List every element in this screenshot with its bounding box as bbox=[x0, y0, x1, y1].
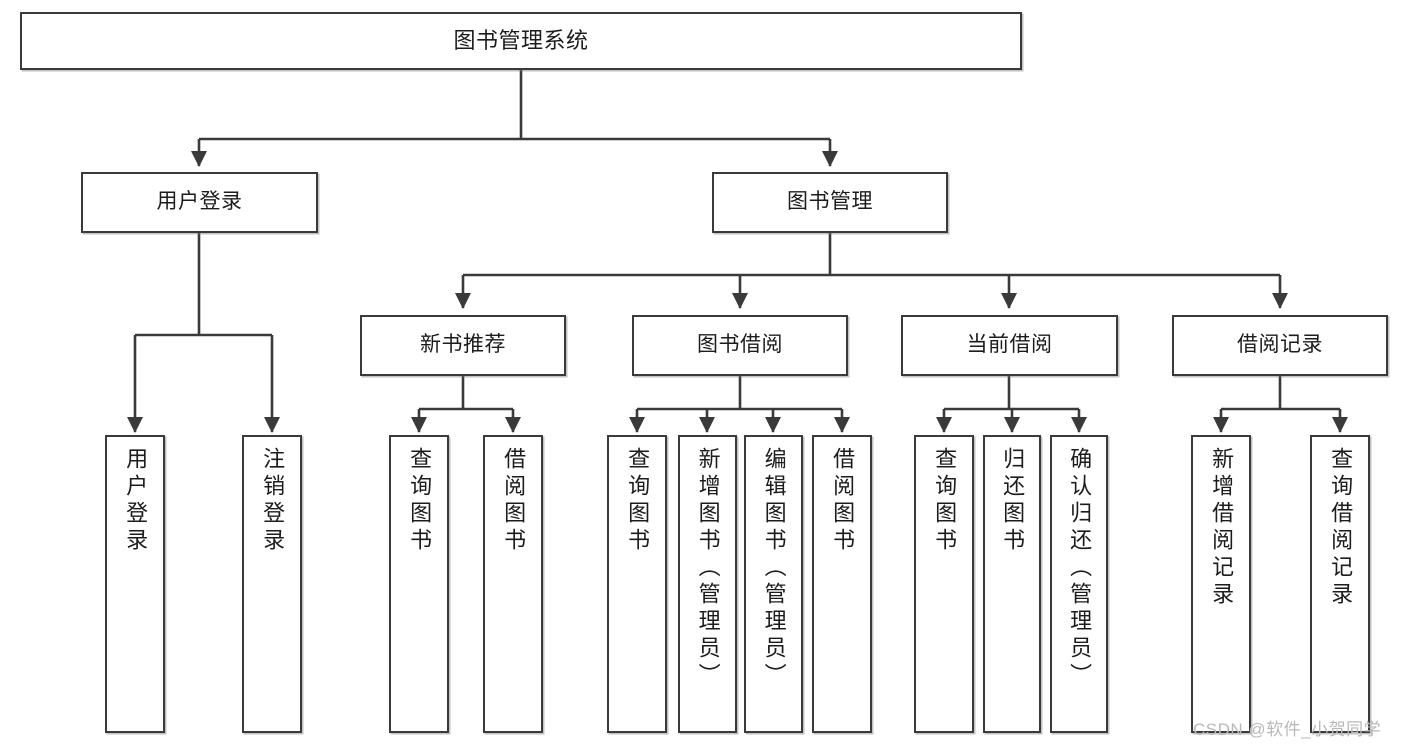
node-leaf-query-book-1[interactable]: 查询图书 bbox=[389, 435, 449, 733]
node-label: 查询借阅记录 bbox=[1328, 447, 1354, 609]
node-borrow-record[interactable]: 借阅记录 bbox=[1172, 315, 1388, 376]
node-label: 图书管理系统 bbox=[453, 28, 589, 54]
node-label: 借阅图书 bbox=[830, 447, 856, 555]
node-label: 借阅记录 bbox=[1237, 333, 1323, 357]
node-leaf-query-record[interactable]: 查询借阅记录 bbox=[1310, 435, 1370, 733]
node-label: 新增图书（管理员） bbox=[695, 447, 721, 690]
node-leaf-borrow-book-1[interactable]: 借阅图书 bbox=[483, 435, 543, 733]
node-user-login[interactable]: 用户登录 bbox=[81, 172, 318, 233]
csdn-watermark: CSDN @软件_小贺同学 bbox=[1193, 720, 1382, 739]
node-current-borrow[interactable]: 当前借阅 bbox=[901, 315, 1118, 376]
node-label: 查询图书 bbox=[625, 447, 651, 555]
node-leaf-logout[interactable]: 注销登录 bbox=[242, 435, 302, 733]
node-leaf-add-record[interactable]: 新增借阅记录 bbox=[1191, 435, 1251, 733]
node-label: 查询图书 bbox=[932, 447, 958, 555]
node-root-system[interactable]: 图书管理系统 bbox=[20, 12, 1022, 70]
node-new-book-rec[interactable]: 新书推荐 bbox=[360, 315, 566, 376]
node-label: 注销登录 bbox=[260, 447, 286, 555]
node-book-manage[interactable]: 图书管理 bbox=[712, 172, 948, 233]
node-label: 新增借阅记录 bbox=[1209, 447, 1235, 609]
node-leaf-borrow-book-2[interactable]: 借阅图书 bbox=[812, 435, 872, 733]
node-label: 图书借阅 bbox=[697, 333, 783, 357]
node-leaf-add-book[interactable]: 新增图书（管理员） bbox=[678, 435, 737, 733]
node-leaf-query-book-3[interactable]: 查询图书 bbox=[914, 435, 974, 733]
node-label: 确认归还（管理员） bbox=[1067, 447, 1093, 690]
node-leaf-confirm-return[interactable]: 确认归还（管理员） bbox=[1050, 435, 1108, 733]
node-label: 当前借阅 bbox=[966, 333, 1053, 357]
node-leaf-edit-book[interactable]: 编辑图书（管理员） bbox=[744, 435, 803, 733]
node-label: 图书管理 bbox=[787, 190, 873, 214]
node-label: 新书推荐 bbox=[420, 333, 506, 357]
node-book-borrow[interactable]: 图书借阅 bbox=[632, 315, 848, 376]
node-label: 查询图书 bbox=[407, 447, 433, 555]
node-label: 编辑图书（管理员） bbox=[761, 447, 787, 690]
node-leaf-query-book-2[interactable]: 查询图书 bbox=[607, 435, 667, 733]
node-leaf-user-login[interactable]: 用户登录 bbox=[105, 435, 165, 733]
node-leaf-return-book[interactable]: 归还图书 bbox=[983, 435, 1041, 733]
node-label: 归还图书 bbox=[1000, 447, 1026, 555]
node-label: 用户登录 bbox=[123, 447, 149, 555]
node-label: 借阅图书 bbox=[501, 447, 527, 555]
node-label: 用户登录 bbox=[156, 190, 243, 214]
